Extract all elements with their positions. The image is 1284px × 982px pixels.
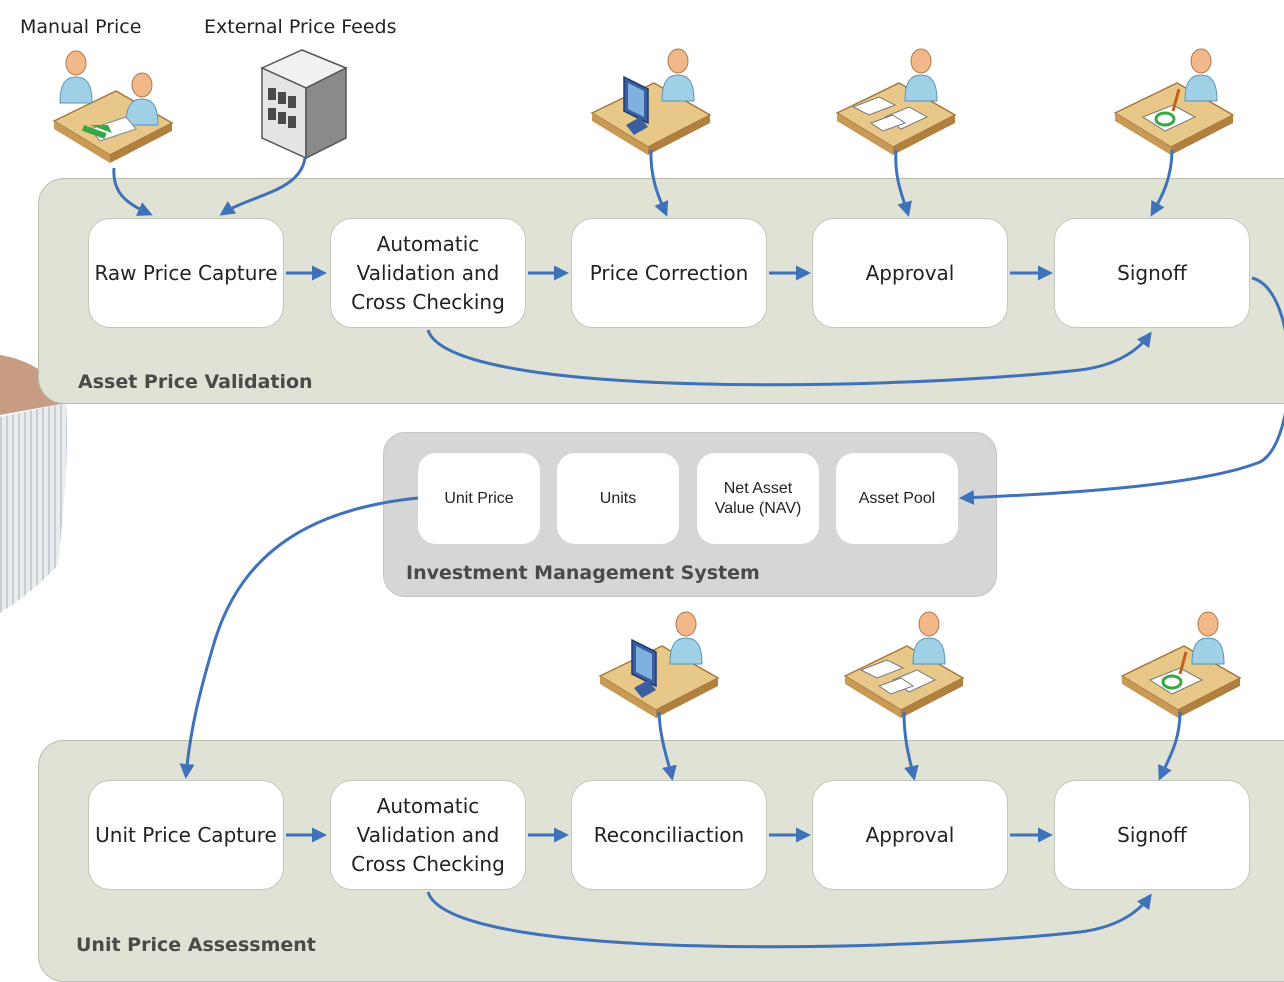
document-reviewer-icon [844,611,964,719]
arrow-signoff-to-asset-pool [959,276,1284,506]
arrow-manual-to-capture [112,167,153,216]
arrow-worker-to-signoff [1158,711,1182,781]
arrow-worker-to-reconciliation [657,711,677,781]
arrow-feeds-to-capture [219,157,307,216]
arrow-unit-price-to-capture [179,496,419,779]
nav-item: Net Asset Value (NAV) [697,453,819,544]
unit-price-assessment-title: Unit Price Assessment [76,934,316,956]
arrow-worker-to-approval [894,149,912,217]
signoff-step: Signoff [1054,780,1250,890]
computer-worker-icon [599,611,719,719]
flow-arrows [112,149,1284,949]
signing-worker-icon [1121,611,1241,719]
document-reviewer-icon [836,48,956,156]
external-price-feeds-label: External Price Feeds [204,16,397,38]
arrow-worker-to-correction [649,149,669,217]
approval-step: Approval [812,218,1008,328]
computer-worker-icon [591,48,711,156]
meeting-people-icon [53,50,173,164]
asset-pool-item: Asset Pool [836,453,958,544]
unit-price-capture-step: Unit Price Capture [88,780,284,890]
approval-step: Approval [812,780,1008,890]
price-correction-step: Price Correction [571,218,767,328]
automatic-validation-step: Automatic Validation and Cross Checking [330,218,526,328]
units-item: Units [557,453,679,544]
arrow-worker-to-approval [902,711,919,781]
arrow-bypass-bottom [426,891,1152,949]
arrow-worker-to-signoff [1150,149,1174,217]
asset-price-validation-title: Asset Price Validation [78,371,313,393]
server-icon [260,49,348,160]
raw-price-capture-step: Raw Price Capture [88,218,284,328]
automatic-validation-step: Automatic Validation and Cross Checking [330,780,526,890]
reconciliation-step: Reconciliaction [571,780,767,890]
arrow-bypass-top [426,329,1152,387]
unit-price-item: Unit Price [418,453,540,544]
signoff-step: Signoff [1054,218,1250,328]
investment-management-system-title: Investment Management System [406,562,760,584]
manual-price-label: Manual Price [20,16,142,38]
signing-worker-icon [1114,48,1234,156]
